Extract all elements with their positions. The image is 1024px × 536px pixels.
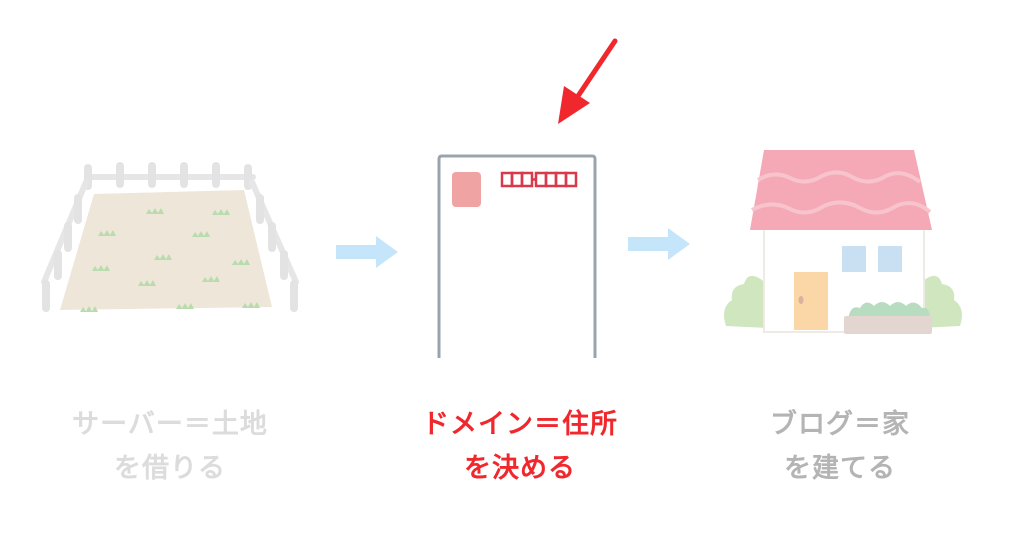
step-server-label: サーバー＝土地 を借りる — [40, 403, 300, 491]
pointer-arrow — [552, 36, 622, 128]
red-pointer-arrow-icon — [558, 38, 618, 124]
step-domain-label-line2: を決める — [464, 453, 576, 484]
step-server-label-line1: サーバー＝土地 — [72, 409, 268, 440]
step-blog-label-line1: ブログ＝家 — [770, 409, 910, 440]
step-domain-label: ドメイン＝住所 を決める — [390, 403, 650, 491]
step-blog-label: ブログ＝家 を建てる — [720, 403, 960, 491]
flow-arrow-2 — [628, 228, 692, 260]
stamp — [452, 172, 481, 207]
right-arrow-icon — [628, 228, 690, 260]
house-icon — [724, 150, 962, 334]
flow-arrow-1 — [336, 236, 400, 268]
bush-left — [724, 275, 772, 328]
step-blog-illustration — [718, 148, 968, 338]
step-server-label-line2: を借りる — [114, 453, 226, 484]
step-domain-illustration — [436, 153, 598, 358]
step-server-illustration — [34, 152, 304, 322]
right-arrow-icon — [336, 236, 398, 268]
fenced-land-icon — [41, 162, 299, 312]
step-blog-label-line2: を建てる — [784, 453, 896, 484]
envelope-icon — [437, 154, 597, 358]
step-domain-label-line1: ドメイン＝住所 — [422, 409, 618, 440]
